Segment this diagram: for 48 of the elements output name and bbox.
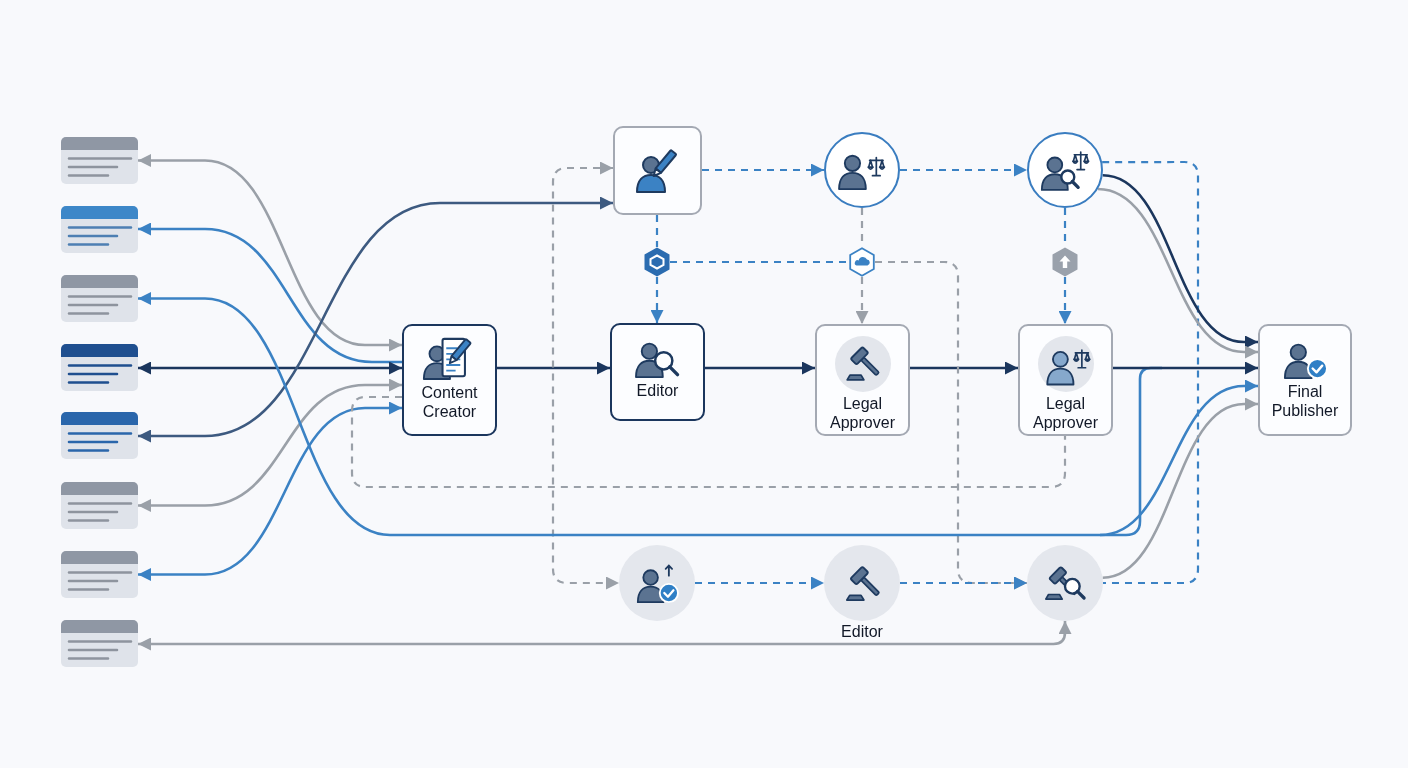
document-icon <box>61 412 138 459</box>
process-box <box>1258 324 1352 436</box>
connector-line <box>670 260 849 264</box>
arrow <box>695 576 824 590</box>
document-icon <box>61 620 138 667</box>
connector-line <box>350 395 1067 489</box>
connector-line <box>1113 366 1162 370</box>
node-label: Final Publisher <box>1270 382 1340 420</box>
document-icon <box>61 275 138 322</box>
arrow <box>138 361 402 375</box>
arrow <box>900 163 1027 177</box>
document-icon <box>61 344 138 391</box>
connector-line <box>1102 160 1200 585</box>
arrow <box>497 361 610 375</box>
arrow <box>551 161 619 590</box>
process-box <box>613 126 702 215</box>
process-box <box>610 323 705 421</box>
document-icon <box>61 206 138 253</box>
document-icon <box>61 482 138 529</box>
node-label: Legal Approver <box>829 394 896 432</box>
arrow <box>138 196 613 443</box>
arrow <box>138 154 402 352</box>
arrow <box>910 361 1018 375</box>
document-icon <box>61 551 138 598</box>
arrow <box>1099 379 1258 537</box>
up-arrow-hexagon-icon <box>1052 247 1078 277</box>
arrow <box>650 277 664 323</box>
cloud-hexagon-icon <box>849 247 875 277</box>
node-label: Editor <box>840 622 884 641</box>
arrow <box>1102 397 1258 579</box>
connector-line <box>655 215 659 247</box>
node-label: Editor <box>635 381 680 400</box>
arrow <box>138 401 402 581</box>
arrow <box>702 163 824 177</box>
arrow <box>138 378 402 512</box>
process-box <box>1018 324 1113 436</box>
hexagon-icon <box>644 247 670 277</box>
node-label: Legal Approver <box>1032 394 1099 432</box>
arrow <box>1058 277 1072 324</box>
document-icon <box>61 137 138 184</box>
arrow <box>705 361 815 375</box>
arrow <box>900 576 1027 590</box>
arrow <box>138 621 1072 651</box>
node-label: Content Creator <box>420 383 479 421</box>
arrow <box>855 277 869 324</box>
arrow <box>138 222 402 364</box>
process-box <box>815 324 910 436</box>
process-box <box>402 324 497 436</box>
